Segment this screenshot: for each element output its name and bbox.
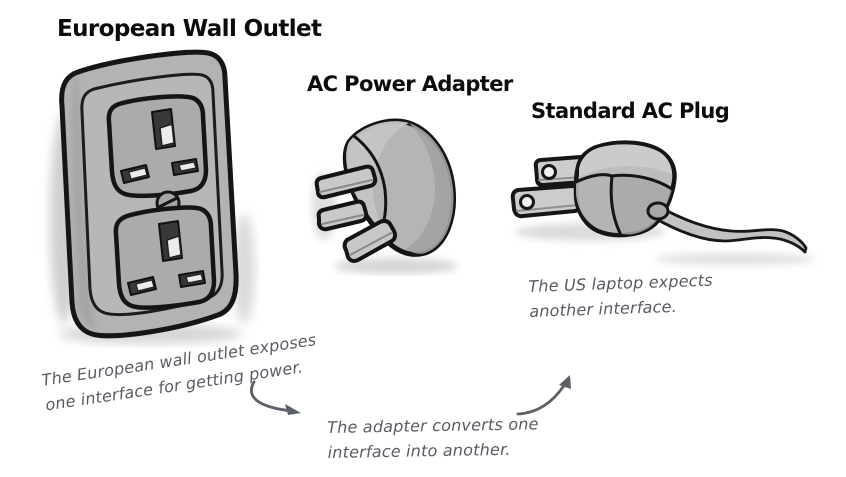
standard-ac-plug-illustration [510,140,815,265]
adapter-prongs [314,164,398,263]
adapter-caption: AC Power Adapter [307,72,513,96]
blade-hole [519,194,535,210]
blade-hole [541,164,557,180]
curved-arrow-up-right-icon [516,375,571,416]
ac-power-adapter-illustration [312,118,458,274]
cord-strain-relief [646,201,670,221]
plug-note: The US laptop expects another interface. [528,270,714,321]
curved-arrow-down-right-icon [250,380,301,415]
outlet-socket-lower [113,205,217,310]
outlet-caption: European Wall Outlet [57,16,322,42]
european-wall-outlet-illustration [50,49,255,344]
plug-body [573,140,677,238]
outlet-socket-upper [106,94,209,199]
plug-caption: Standard AC Plug [531,99,730,123]
plug-cord [649,204,808,254]
adapter-note: The adapter converts one interface into … [327,414,539,462]
